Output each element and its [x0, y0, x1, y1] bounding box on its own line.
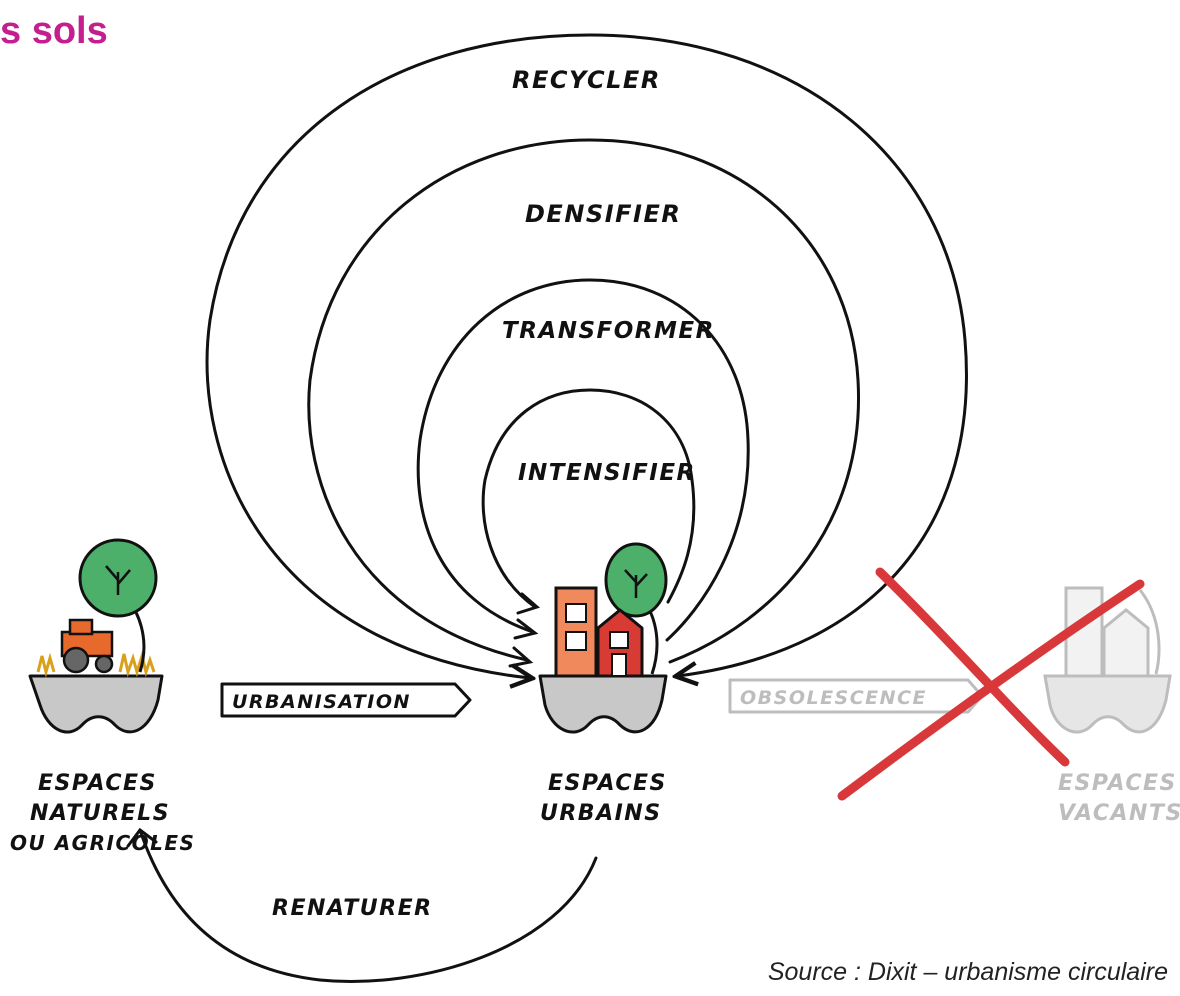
page-title: s sols [0, 10, 108, 52]
loop-transformer-arc [416, 278, 750, 642]
natural-ground-icon [28, 674, 164, 734]
urbanisation-arrow-box [220, 682, 472, 718]
renaturer-arrowhead [126, 827, 158, 848]
loop-densifier-arc [307, 138, 861, 664]
urban-space-label-line2: URBAINS [540, 801, 662, 826]
loop-densifier-arrowhead [508, 646, 534, 668]
loop-arcs [205, 33, 968, 678]
loop-recycler-arc [205, 33, 968, 678]
natural-tree-branch [105, 565, 131, 595]
red-house-door [611, 653, 627, 677]
loop-label-transformer: TRANSFORMER [502, 318, 715, 344]
natural-space-label-line2: NATURELS [30, 801, 170, 826]
red-house-window [609, 631, 629, 649]
vacant-space-label-line2: VACANTS [1058, 801, 1180, 826]
vacant-ground-icon [1043, 674, 1172, 734]
urban-space-illustration [538, 542, 668, 734]
red-cross-icon [837, 567, 1145, 801]
natural-grass-icon [36, 650, 156, 678]
natural-space-illustration [28, 538, 164, 734]
loop-intensifier-arc [481, 388, 696, 609]
urban-ground-icon [538, 674, 668, 734]
renaturer-arc [138, 828, 598, 983]
vacant-space-label-line1: ESPACES [1058, 771, 1177, 796]
source-caption: Source : Dixit – urbanisme circulaire [767, 958, 1168, 986]
tractor-icon [60, 618, 114, 674]
urban-tree-branch [624, 569, 648, 598]
natural-space-label-line1: ESPACES [38, 771, 157, 796]
vacant-house-icon [1102, 608, 1150, 678]
orange-building-window [565, 603, 587, 623]
urbanisation-label: URBANISATION [232, 691, 411, 713]
loop-label-intensifier: INTENSIFIER [518, 460, 696, 486]
loop-label-recycler: RECYCLER [512, 66, 661, 94]
urban-space-label-line1: ESPACES [548, 771, 667, 796]
obsolescence-label: OBSOLESCENCE [740, 687, 927, 709]
orange-building-window [565, 631, 587, 651]
loop-transformer-arrowhead [513, 618, 539, 640]
natural-space-label-line3: OU AGRICOLES [10, 831, 195, 855]
vacant-tree-trunk [1138, 589, 1161, 675]
obsolescence-arrow-box [728, 678, 984, 714]
loop-intensifier-arrowhead [516, 592, 541, 615]
renaturer-label: RENATURER [272, 896, 433, 921]
loop-label-densifier: DENSIFIER [525, 200, 681, 228]
